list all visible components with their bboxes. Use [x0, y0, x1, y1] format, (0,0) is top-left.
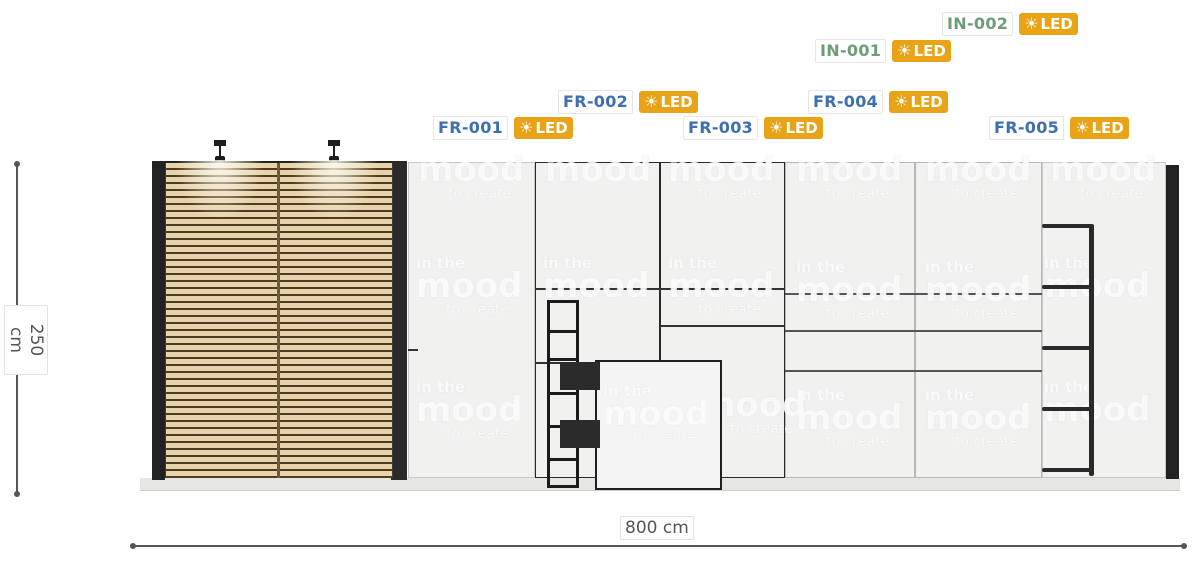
- watermark: mood: [545, 150, 652, 190]
- tag-code: IN-002: [942, 12, 1014, 36]
- tag-code: FR-003: [683, 116, 759, 140]
- tag-code: FR-005: [989, 116, 1065, 140]
- panel-row-line-2: [660, 325, 785, 327]
- door-handle: [408, 349, 418, 351]
- tag-code: IN-001: [815, 39, 887, 63]
- right-frame-post: [1166, 165, 1179, 479]
- panel-row-line-4: [785, 330, 1042, 332]
- wood-wall-top-bar: [152, 161, 407, 164]
- tag-in-002[interactable]: IN-002 ☀LED: [942, 12, 1078, 36]
- led-badge: ☀LED: [1070, 117, 1129, 139]
- tag-code: FR-002: [558, 90, 634, 114]
- led-badge: ☀LED: [1019, 13, 1078, 35]
- height-dimension-top-dot: [14, 161, 20, 167]
- watermark: in the mood: [1044, 378, 1151, 430]
- panel-row-line-3: [785, 293, 1042, 295]
- height-dimension-bottom-dot: [14, 491, 20, 497]
- width-dimension-right-dot: [1181, 543, 1187, 549]
- tag-in-001[interactable]: IN-001 ☀LED: [815, 39, 951, 63]
- wall-panel-1: [408, 162, 535, 478]
- sun-icon: ☀: [644, 92, 659, 111]
- watermark: in the mood: [1044, 254, 1151, 306]
- width-dimension-line: [133, 545, 1186, 547]
- watermark: in the mood to create: [796, 258, 903, 322]
- led-badge: ☀LED: [514, 117, 573, 139]
- led-badge: ☀LED: [892, 40, 951, 62]
- watermark: mood to create: [668, 150, 775, 202]
- watermark: in the mood to create: [925, 258, 1032, 322]
- wood-wall-right-post: [391, 162, 407, 480]
- watermark: in the mood to create: [925, 386, 1032, 450]
- watermark: in the mood to create: [796, 386, 903, 450]
- watermark: in the mood: [543, 254, 650, 306]
- sun-icon: ☀: [1075, 118, 1090, 137]
- watermark: mood to create: [418, 150, 525, 202]
- watermark: in the mood to create: [416, 254, 523, 318]
- wall-panel-5: [915, 162, 1042, 478]
- sun-icon: ☀: [1024, 14, 1039, 33]
- tag-fr-001[interactable]: FR-001 ☀LED: [433, 116, 573, 140]
- watermark: mood to create: [796, 150, 903, 202]
- watermark: mood to create: [925, 150, 1032, 202]
- height-dimension-label: 250 cm: [4, 305, 48, 375]
- watermark: in the mood to create: [416, 378, 523, 442]
- tag-code: FR-004: [808, 90, 884, 114]
- wood-slat-divider: [277, 163, 280, 478]
- width-dimension-label: 800 cm: [620, 516, 694, 540]
- wall-panel-6: [1042, 162, 1166, 478]
- wall-panel-4: [785, 162, 915, 478]
- sun-icon: ☀: [894, 92, 909, 111]
- counter-desk: in the mood to create: [595, 360, 722, 490]
- watermark: in the mood to create: [668, 254, 775, 318]
- width-dimension-left-dot: [130, 543, 136, 549]
- sun-icon: ☀: [519, 118, 534, 137]
- watermark: mood to create: [1050, 150, 1157, 202]
- tag-fr-003[interactable]: FR-003 ☀LED: [683, 116, 823, 140]
- tag-fr-005[interactable]: FR-005 ☀LED: [989, 116, 1129, 140]
- panel-row-line-1: [535, 288, 785, 290]
- led-badge: ☀LED: [764, 117, 823, 139]
- panel-row-line-5: [785, 370, 1042, 372]
- left-frame-post: [152, 162, 165, 480]
- tag-code: FR-001: [433, 116, 509, 140]
- tag-fr-002[interactable]: FR-002 ☀LED: [558, 90, 698, 114]
- led-badge: ☀LED: [639, 91, 698, 113]
- tag-fr-004[interactable]: FR-004 ☀LED: [808, 90, 948, 114]
- sun-icon: ☀: [769, 118, 784, 137]
- sun-icon: ☀: [897, 41, 912, 60]
- led-badge: ☀LED: [889, 91, 948, 113]
